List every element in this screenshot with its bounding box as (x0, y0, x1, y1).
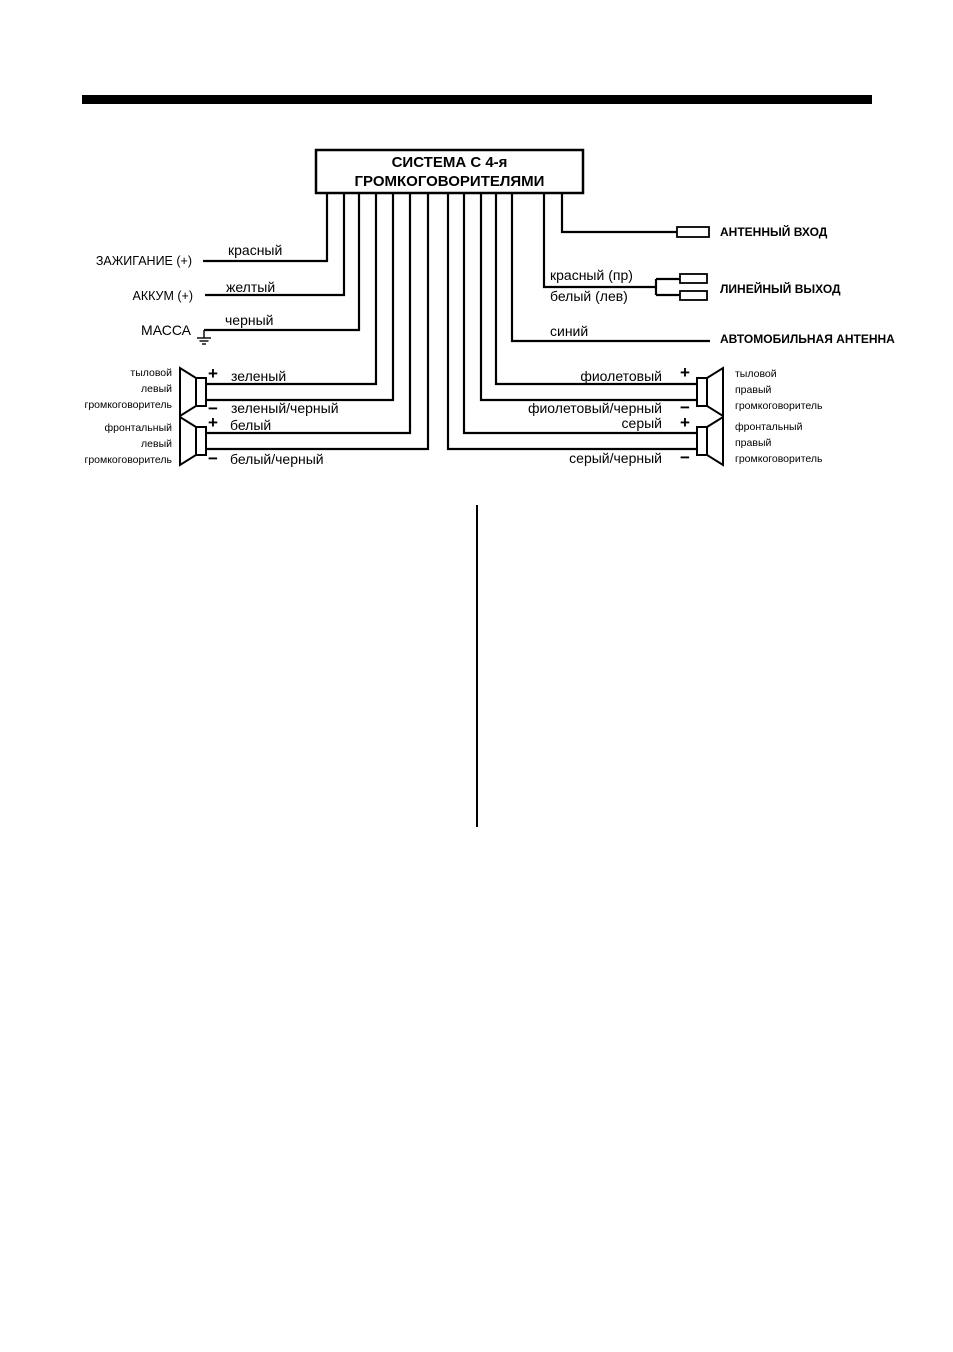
line-output-label: ЛИНЕЙНЫЙ ВЫХОД (720, 281, 841, 296)
yellow-wire-label: желтый (226, 279, 275, 295)
red-right-wire-label: красный (пр) (550, 267, 633, 283)
front-right-line2: правый (735, 437, 771, 449)
rear-right-line3: громкоговоритель (735, 400, 823, 412)
rear-left-minus: − (208, 399, 218, 418)
front-left-line3: громкоговоритель (84, 454, 172, 466)
wire-blue (510, 193, 710, 343)
ground-label: МАССА (141, 322, 192, 338)
violet-black-wire-label: фиолетовый/черный (528, 400, 662, 416)
rear-left-plus: + (208, 364, 218, 383)
front-left-line1: фронтальный (105, 422, 173, 434)
wire-gray (462, 193, 697, 435)
wire-red (203, 193, 329, 263)
column-divider (476, 505, 478, 827)
ignition-label: ЗАЖИГАНИЕ (+) (96, 254, 192, 268)
unit-title-line1: СИСТЕМА С 4-я (392, 154, 508, 171)
white-black-wire-label: белый/черный (230, 451, 324, 467)
speaker-rear-left-icon (179, 366, 207, 418)
front-right-line1: фронтальный (735, 421, 803, 433)
front-left-plus: + (208, 413, 218, 432)
unit-title-line2: ГРОМКОГОВОРИТЕЛЯМИ (355, 173, 545, 190)
rear-right-minus: − (680, 398, 690, 417)
wire-green (206, 193, 378, 386)
battery-label: АККУМ (+) (133, 289, 194, 303)
wire-antenna (560, 193, 677, 234)
green-black-wire-label: зеленый/черный (231, 400, 339, 416)
antenna-input-label: АНТЕННЫЙ ВХОД (720, 224, 828, 239)
power-antenna-label: АВТОМОБИЛЬНАЯ АНТЕННА (720, 332, 895, 346)
front-left-line2: левый (141, 438, 172, 450)
speaker-rear-right-icon (696, 366, 724, 418)
front-right-minus: − (680, 448, 690, 467)
wire-violet (494, 193, 697, 386)
rear-right-plus: + (680, 363, 690, 382)
red-wire-label: красный (228, 242, 282, 258)
ground-icon (197, 330, 211, 345)
rear-left-line3: громкоговоритель (84, 399, 172, 411)
black-wire-label: черный (225, 312, 273, 328)
top-rule (82, 95, 872, 104)
speaker-front-right-icon (696, 415, 724, 467)
front-right-plus: + (680, 413, 690, 432)
rca-left-plug-icon (679, 290, 708, 301)
rear-right-line2: правый (735, 384, 771, 396)
wire-white (206, 193, 412, 435)
green-wire-label: зеленый (231, 368, 286, 384)
wire-green-black (206, 193, 395, 402)
rca-right-plug-icon (679, 273, 708, 284)
wire-line-out (542, 193, 680, 297)
blue-wire-label: синий (550, 323, 588, 339)
gray-black-wire-label: серый/черный (569, 450, 662, 466)
wire-gray-black (446, 193, 697, 451)
rear-left-line2: левый (141, 383, 172, 395)
wire-yellow (205, 193, 346, 297)
wire-white-black (206, 193, 430, 451)
white-wire-label: белый (230, 417, 271, 433)
white-left-wire-label: белый (лев) (550, 288, 628, 304)
violet-wire-label: фиолетовый (580, 368, 662, 384)
rear-left-line1: тыловой (130, 367, 172, 379)
rear-right-line1: тыловой (735, 368, 777, 380)
wire-violet-black (479, 193, 697, 402)
front-right-line3: громкоговоритель (735, 453, 823, 465)
front-left-minus: − (208, 449, 218, 468)
gray-wire-label: серый (622, 415, 662, 431)
antenna-plug-icon (676, 226, 710, 238)
wire-black (204, 193, 361, 332)
head-unit-box (314, 148, 585, 195)
speaker-front-left-icon (179, 415, 207, 467)
